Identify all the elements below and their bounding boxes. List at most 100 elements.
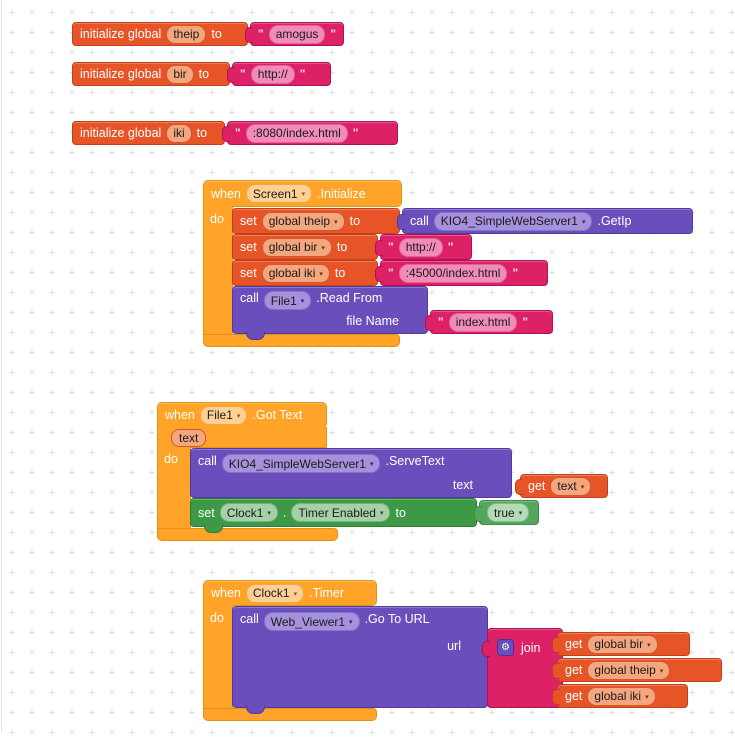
text-block-http[interactable]: " http:// " [227,62,331,86]
text-field-45000-index[interactable]: :45000/index.html [398,263,508,283]
grid-plus-icon: + [708,286,716,299]
text-field-http[interactable]: http:// [250,64,295,84]
field-var-name-bir[interactable]: bir [166,64,194,84]
dropdown-timer-enabled[interactable]: Timer Enabled▾ [291,503,391,522]
dropdown-file1[interactable]: File1▾ [263,291,312,310]
dropdown-global-theip[interactable]: global theip▾ [587,660,671,680]
grid-plus-icon: + [648,486,656,499]
grid-plus-icon: + [228,6,236,19]
param-label-url: url [447,639,461,653]
block-get-text[interactable]: get text▾ [515,474,608,498]
block-get-global-theip[interactable]: get global theip▾ [552,658,722,682]
dropdown-global-iki[interactable]: global iki▾ [587,686,656,706]
grid-plus-icon: + [528,246,536,259]
text-block-http-2[interactable]: " http:// " [375,234,472,260]
event-param-chip-text[interactable]: text [171,429,207,447]
text-field-indexhtml[interactable]: index.html [448,312,518,332]
grid-plus-icon: + [88,566,96,579]
when-clock1-do-spine[interactable] [203,605,233,709]
grid-plus-icon: + [368,26,376,39]
block-init-global-theip[interactable]: initialize global theip to [72,22,248,46]
grid-plus-icon: + [108,6,116,19]
mutator-gear-icon[interactable]: ⚙ [497,639,514,656]
dropdown-screen1[interactable]: Screen1▾ [245,184,313,203]
grid-plus-icon: + [608,26,616,39]
when-file1-bottom-bar[interactable] [157,528,338,541]
when-screen1-bottom-bar[interactable] [203,334,400,347]
grid-plus-icon: + [68,466,76,479]
dropdown-true[interactable]: true▾ [487,503,530,522]
when-screen1-do-spine[interactable] [203,206,233,335]
grid-plus-icon: + [568,66,576,79]
grid-plus-icon: + [628,366,636,379]
grid-plus-icon: + [248,346,256,359]
block-init-global-bir[interactable]: initialize global bir to [72,62,230,86]
block-join[interactable]: ⚙ join [482,628,563,708]
grid-plus-icon: + [308,546,316,559]
dropdown-file1[interactable]: File1▾ [199,405,248,425]
block-call-gotourl[interactable]: call Web_Viewer1▾ .Go To URL url [232,606,488,714]
when-file1-gottext-header[interactable]: when File1▾ .Got Text [157,402,327,428]
grid-plus-icon: + [528,366,536,379]
grid-plus-icon: + [508,566,516,579]
block-set-global-theip[interactable]: set global theip▾ to [232,208,400,234]
dropdown-kio4-webserver[interactable]: KIO4_SimpleWebServer1▾ [433,211,593,231]
grid-plus-icon: + [728,646,735,659]
grid-plus-icon: + [48,486,56,499]
grid-plus-icon: + [548,366,556,379]
dropdown-global-theip[interactable]: global theip▾ [261,211,345,231]
grid-plus-icon: + [68,6,76,19]
block-set-global-bir[interactable]: set global bir▾ to [232,234,378,260]
grid-plus-icon: + [688,586,696,599]
dropdown-global-bir[interactable]: global bir▾ [587,634,658,654]
dropdown-clock1[interactable]: Clock1▾ [219,503,278,522]
block-logic-true[interactable]: true▾ [474,500,539,525]
block-call-getip[interactable]: call KIO4_SimpleWebServer1▾ .GetIp [397,208,693,234]
when-clock1-timer-header[interactable]: when Clock1▾ .Timer [203,580,377,606]
to-label: to [395,505,406,520]
text-field-http-2[interactable]: http:// [398,237,443,257]
grid-plus-icon: + [348,26,356,39]
text-block-amogus[interactable]: " amogus " [245,22,344,46]
block-call-servetext[interactable]: call KIO4_SimpleWebServer1▾ .ServeText t… [190,448,512,498]
grid-plus-icon: + [188,686,196,699]
grid-plus-icon: + [508,366,516,379]
dropdown-clock1[interactable]: Clock1▾ [245,583,305,603]
text-block-8080-index[interactable]: " :8080/index.html " [222,121,398,145]
grid-plus-icon: + [48,386,56,399]
block-set-global-iki[interactable]: set global iki▾ to [232,260,378,286]
grid-plus-icon: + [568,106,576,119]
grid-plus-icon: + [48,66,56,79]
field-var-name-theip[interactable]: theip [166,24,207,44]
when-clock1-bottom-bar[interactable] [203,708,377,721]
dropdown-kio4-webserver[interactable]: KIO4_SimpleWebServer1▾ [221,454,381,473]
grid-plus-icon: + [228,166,236,179]
dropdown-var-text[interactable]: text▾ [550,476,592,496]
field-var-name-iki[interactable]: iki [166,123,192,143]
block-get-global-iki[interactable]: get global iki▾ [552,684,688,708]
block-set-clock1-timerenabled[interactable]: set Clock1▾ . Timer Enabled▾ to [190,498,477,533]
grid-plus-icon: + [128,566,136,579]
when-screen1-initialize-header[interactable]: when Screen1▾ .Initialize [203,180,402,207]
block-get-global-bir[interactable]: get global bir▾ [552,632,690,656]
text-field-amogus[interactable]: amogus [268,24,326,44]
grid-plus-icon: + [28,26,36,39]
text-field-8080-index[interactable]: :8080/index.html [245,123,348,143]
grid-plus-icon: + [448,546,456,559]
grid-plus-icon: + [468,106,476,119]
dropdown-global-bir[interactable]: global bir▾ [261,237,332,257]
dropdown-global-iki[interactable]: global iki▾ [261,263,330,283]
block-call-file1-readfrom[interactable]: call File1▾ .Read From file Name [232,286,428,340]
grid-plus-icon: + [688,726,696,739]
grid-plus-icon: + [608,546,616,559]
text-block-indexhtml[interactable]: " index.html " [425,310,553,334]
text-block-45000-index[interactable]: " :45000/index.html " [375,260,548,286]
grid-plus-icon: + [88,326,96,339]
grid-plus-icon: + [708,466,716,479]
grid-plus-icon: + [408,146,416,159]
block-init-global-iki[interactable]: initialize global iki to [72,121,225,145]
dropdown-webviewer1[interactable]: Web_Viewer1▾ [263,612,360,631]
grid-plus-icon: + [388,706,396,719]
grid-plus-icon: + [248,386,256,399]
